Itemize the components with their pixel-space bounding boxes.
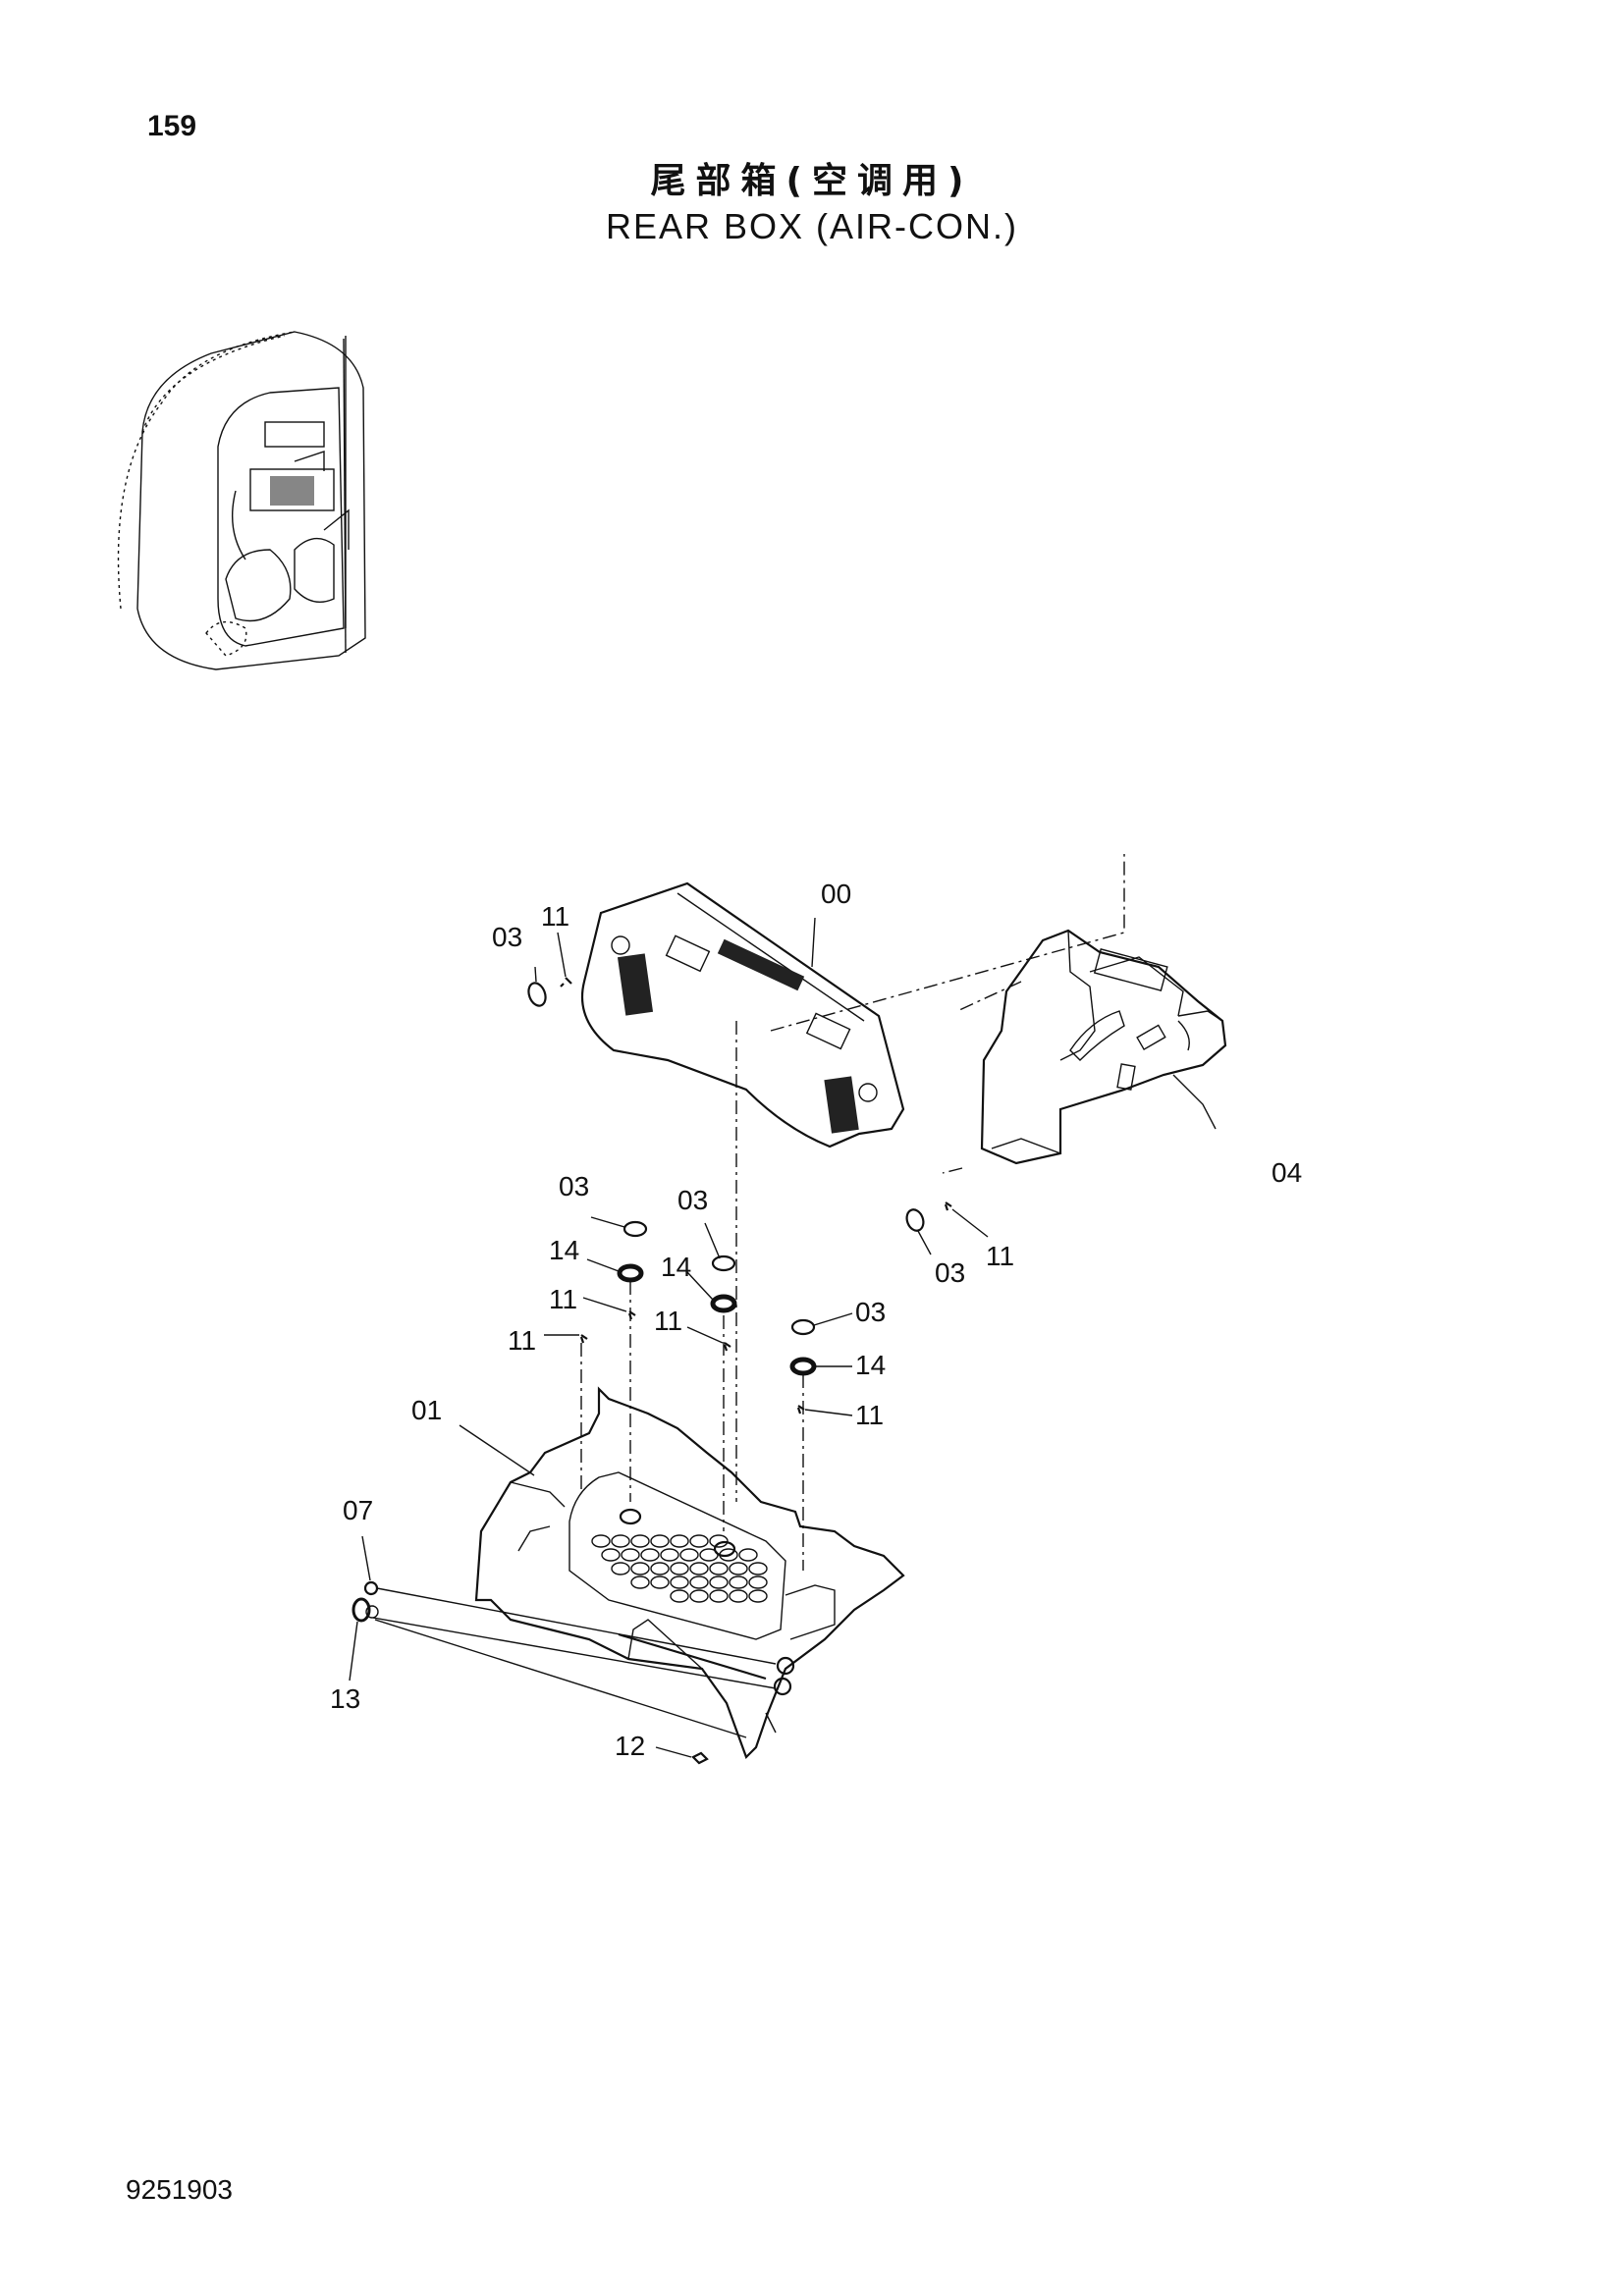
callout-14: 14	[549, 1235, 579, 1265]
callout-03: 03	[935, 1257, 965, 1288]
callout-01: 01	[411, 1395, 442, 1425]
page-number: 159	[147, 110, 197, 142]
callout-03: 03	[492, 922, 522, 952]
callout-labels: 00 03 11 04 03 03 14 14 11 11 11 03 14 1…	[330, 879, 1302, 1761]
callout-11: 11	[855, 1400, 884, 1430]
callout-11: 11	[549, 1284, 577, 1314]
assembly-lines	[372, 854, 1125, 1738]
part-04-bracket	[980, 929, 1227, 1165]
part-00-rear-cover	[580, 881, 905, 1148]
callout-11: 11	[986, 1241, 1014, 1271]
callout-03: 03	[559, 1171, 589, 1201]
callout-14: 14	[855, 1350, 886, 1380]
title-english: REAR BOX (AIR-CON.)	[605, 206, 1019, 246]
leader-lines	[349, 917, 1217, 1758]
callout-14: 14	[661, 1252, 691, 1282]
callout-13: 13	[330, 1683, 360, 1714]
callout-00: 00	[821, 879, 851, 909]
vent-holes	[591, 1534, 768, 1603]
callout-11: 11	[654, 1306, 682, 1336]
location-thumbnail	[117, 331, 366, 670]
callout-04: 04	[1272, 1157, 1302, 1188]
callout-03: 03	[677, 1185, 708, 1215]
title-chinese: 尾部箱(空调用)	[650, 161, 974, 201]
callout-07: 07	[343, 1495, 373, 1525]
callout-11: 11	[508, 1325, 536, 1356]
callout-03: 03	[855, 1297, 886, 1327]
part-01-rear-box	[474, 1386, 905, 1759]
callout-11: 11	[541, 901, 569, 932]
document-number: 9251903	[126, 2174, 234, 2205]
callout-12: 12	[615, 1731, 645, 1761]
